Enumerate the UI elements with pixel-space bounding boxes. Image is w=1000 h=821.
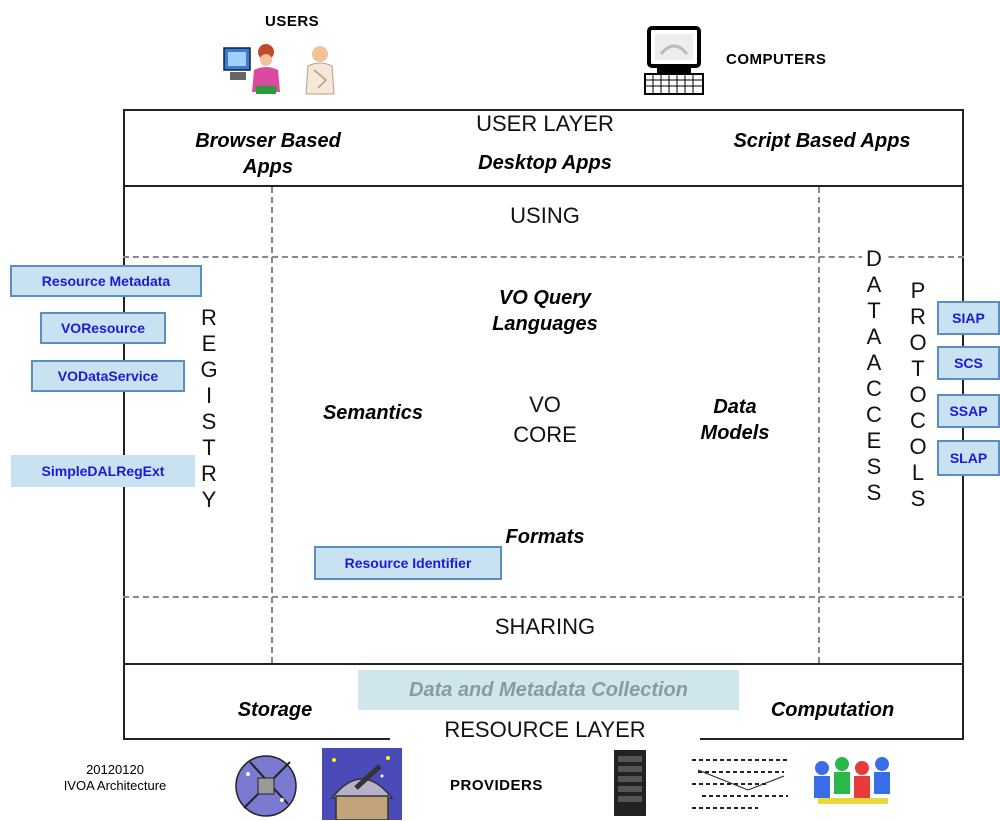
simpledalregext-tag: SimpleDALRegExt <box>11 455 195 487</box>
ssap-tag: SSAP <box>937 394 1000 428</box>
siap-tag: SIAP <box>937 301 1000 335</box>
computer-icon <box>644 26 704 95</box>
using-label: USING <box>510 203 580 228</box>
resource-metadata-tag: Resource Metadata <box>10 265 202 297</box>
data-access-divider <box>818 187 820 663</box>
formats-label: Formats <box>505 526 585 548</box>
registry-label: R E G I S T R Y <box>200 305 218 512</box>
voresource-tag: VOResource <box>40 312 166 344</box>
resource-layer-title: RESOURCE LAYER <box>390 717 700 743</box>
semantics-label: Semantics <box>322 402 424 424</box>
vodataservice-tag: VODataService <box>31 360 185 392</box>
users-label: USERS <box>265 13 320 30</box>
sharing-divider <box>123 596 964 598</box>
computers-label: COMPUTERS <box>726 51 827 68</box>
desktop-apps-label: Desktop Apps <box>478 152 612 174</box>
using-divider <box>123 256 964 258</box>
computation-label: Computation <box>770 699 895 721</box>
vo-query-label: VO Query Languages <box>492 287 598 335</box>
document-data-icon <box>692 759 788 809</box>
data-models-label: Data Models <box>700 396 770 444</box>
server-icon <box>614 750 646 816</box>
users-icon <box>223 44 335 95</box>
data-metadata-collection-label: Data and Metadata Collection <box>358 670 739 710</box>
observatory-icon <box>322 748 402 820</box>
user-layer-divider <box>123 185 964 187</box>
storage-label: Storage <box>237 699 313 721</box>
footer-caption: 20120120 IVOA Architecture <box>40 762 190 794</box>
resource-identifier-tag: Resource Identifier <box>314 546 502 580</box>
slap-tag: SLAP <box>937 440 1000 476</box>
footer-date: 20120120 <box>86 762 144 777</box>
browser-apps-label: Browser Based Apps <box>195 130 341 178</box>
data-access-label: D A T A A C C E S S <box>862 246 886 506</box>
resource-layer-divider <box>123 663 964 665</box>
providers-label: PROVIDERS <box>450 777 543 794</box>
registry-divider <box>271 187 273 663</box>
people-network-icon <box>814 757 890 804</box>
script-apps-label: Script Based Apps <box>733 130 911 152</box>
footer-title: IVOA Architecture <box>63 778 167 793</box>
scs-tag: SCS <box>937 346 1000 380</box>
telescope-satellite-icon <box>235 755 297 817</box>
vo-core-label: VO CORE <box>513 392 577 447</box>
protocols-label: P R O T O C O L S <box>909 278 927 511</box>
sharing-label: SHARING <box>494 614 596 639</box>
user-layer-title: USER LAYER <box>476 111 614 136</box>
